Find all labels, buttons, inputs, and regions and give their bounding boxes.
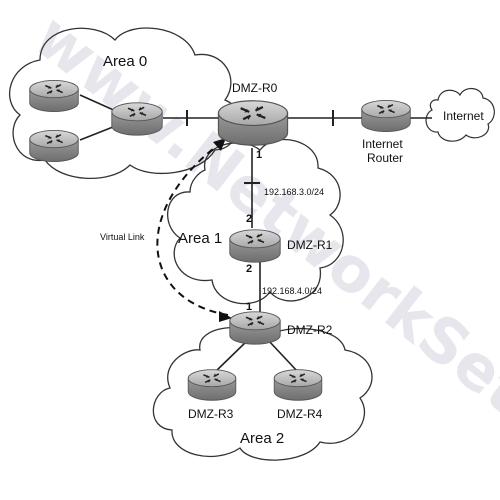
router-icon-dmz-r0 xyxy=(217,99,289,147)
interface-r1-up-label: 2 xyxy=(246,213,252,225)
virtual-link-arrowhead-bottom xyxy=(219,311,232,322)
link-r2-to-r4 xyxy=(267,339,299,373)
router-icon-dmz-r2 xyxy=(228,310,282,346)
internet-label: Internet xyxy=(443,109,484,123)
link-hub-to-router-a xyxy=(79,94,119,113)
network-r1-r2-label: 192.168.4.0/24 xyxy=(262,286,322,296)
virtual-link-arrowhead-top xyxy=(213,138,226,151)
router-icon xyxy=(28,79,80,113)
interface-r1-down-label: 2 xyxy=(246,263,252,275)
router-icon-dmz-r3 xyxy=(187,368,237,402)
router-icon xyxy=(28,129,80,163)
internet-router-label-line1: Internet xyxy=(362,137,403,151)
network-r0-r1-label: 192.168.3.0/24 xyxy=(264,187,324,197)
area-2-label: Area 2 xyxy=(240,430,284,447)
internet-cloud xyxy=(425,88,495,142)
area-0-cloud xyxy=(9,27,241,180)
link-r2-to-r3 xyxy=(214,339,249,373)
dmz-r3-label: DMZ-R3 xyxy=(188,407,234,421)
interface-r2-up-label: 1 xyxy=(246,301,252,313)
dmz-r0-label: DMZ-R0 xyxy=(232,81,278,95)
dmz-r1-label: DMZ-R1 xyxy=(287,238,333,252)
area-1-label: Area 1 xyxy=(178,230,222,247)
virtual-link-label: Virtual Link xyxy=(100,232,145,242)
router-icon-internet-router xyxy=(360,99,412,133)
area-0-label: Area 0 xyxy=(103,53,147,70)
internet-router-label-line2: Router xyxy=(367,151,403,165)
dmz-r2-label: DMZ-R2 xyxy=(287,323,333,337)
router-icon xyxy=(110,101,164,137)
virtual-link-arrow xyxy=(156,141,229,316)
dmz-r4-label: DMZ-R4 xyxy=(277,407,323,421)
router-icon-dmz-r4 xyxy=(273,368,323,402)
interface-r0-down-label: 1 xyxy=(256,149,262,161)
router-icon-dmz-r1 xyxy=(228,228,282,264)
area-1-cloud xyxy=(167,138,344,305)
